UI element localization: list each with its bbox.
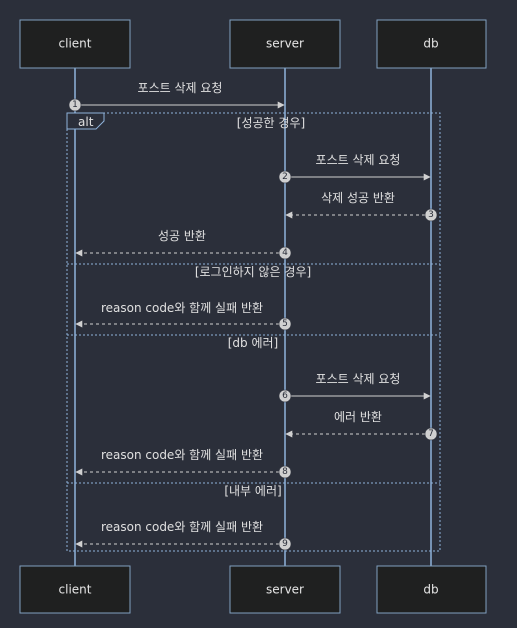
message-6: 포스트 삭제 요청 6	[278, 372, 431, 403]
svg-text:4: 4	[282, 248, 288, 258]
actor-label: server	[266, 583, 304, 597]
actor-db-top: db	[376, 19, 487, 69]
actor-client-bottom: client	[19, 565, 131, 614]
message-label: reason code와 함께 실패 반환	[101, 448, 263, 462]
message-label: 포스트 삭제 요청	[138, 81, 223, 95]
message-5: reason code와 함께 실패 반환 5	[75, 301, 292, 331]
alt-section-label-success: [성공한 경우]	[237, 116, 305, 130]
message-label: reason code와 함께 실패 반환	[101, 301, 263, 315]
alt-frame-tag-label: alt	[78, 115, 94, 129]
alt-section-label-not-logged-in: [로그인하지 않은 경우]	[195, 265, 311, 279]
sequence-number-badge	[278, 170, 292, 184]
sequence-number-badge	[424, 427, 438, 441]
sequence-number-badge	[278, 317, 292, 331]
actor-label: client	[59, 37, 92, 51]
message-label: 에러 반환	[334, 410, 382, 424]
sequence-number-badge	[424, 208, 438, 222]
actor-client-top: client	[19, 19, 131, 69]
svg-text:7: 7	[428, 429, 434, 439]
actor-server-bottom: server	[229, 565, 341, 614]
actor-label: db	[423, 37, 438, 51]
actor-db-bottom: db	[376, 565, 487, 614]
message-label: 성공 반환	[158, 229, 206, 243]
alt-frame-tag: alt	[66, 112, 105, 130]
alt-section-label-db-error: [db 에러]	[228, 336, 279, 350]
message-label: 포스트 삭제 요청	[316, 153, 401, 167]
actor-server-top: server	[229, 19, 341, 69]
message-4: 성공 반환 4	[75, 229, 292, 260]
message-3: 삭제 성공 반환 3	[285, 191, 438, 222]
message-7: 에러 반환 7	[285, 410, 438, 441]
sequence-number-badge	[278, 246, 292, 260]
actor-label: server	[266, 37, 304, 51]
sequence-number-badge	[278, 465, 292, 479]
message-2: 포스트 삭제 요청 2	[278, 153, 431, 184]
actor-label: client	[59, 583, 92, 597]
sequence-number-badge	[278, 537, 292, 551]
svg-text:9: 9	[282, 539, 288, 549]
message-8: reason code와 함께 실패 반환 8	[75, 448, 292, 479]
message-label: 포스트 삭제 요청	[316, 372, 401, 386]
sequence-number-badge	[68, 98, 82, 112]
svg-text:3: 3	[428, 210, 434, 220]
svg-text:2: 2	[282, 172, 288, 182]
alt-section-label-internal-error: [내부 에러]	[224, 484, 281, 498]
message-1: 포스트 삭제 요청 1	[68, 81, 285, 112]
message-label: 삭제 성공 반환	[321, 191, 395, 205]
svg-text:6: 6	[282, 391, 288, 401]
svg-text:1: 1	[72, 100, 78, 110]
svg-text:5: 5	[282, 319, 288, 329]
alt-frame: alt [성공한 경우] [로그인하지 않은 경우] [db 에러] [내부 에…	[66, 112, 441, 552]
message-label: reason code와 함께 실패 반환	[101, 520, 263, 534]
svg-text:8: 8	[282, 467, 288, 477]
sequence-number-badge	[278, 389, 292, 403]
actor-label: db	[423, 583, 438, 597]
message-9: reason code와 함께 실패 반환 9	[75, 520, 292, 551]
